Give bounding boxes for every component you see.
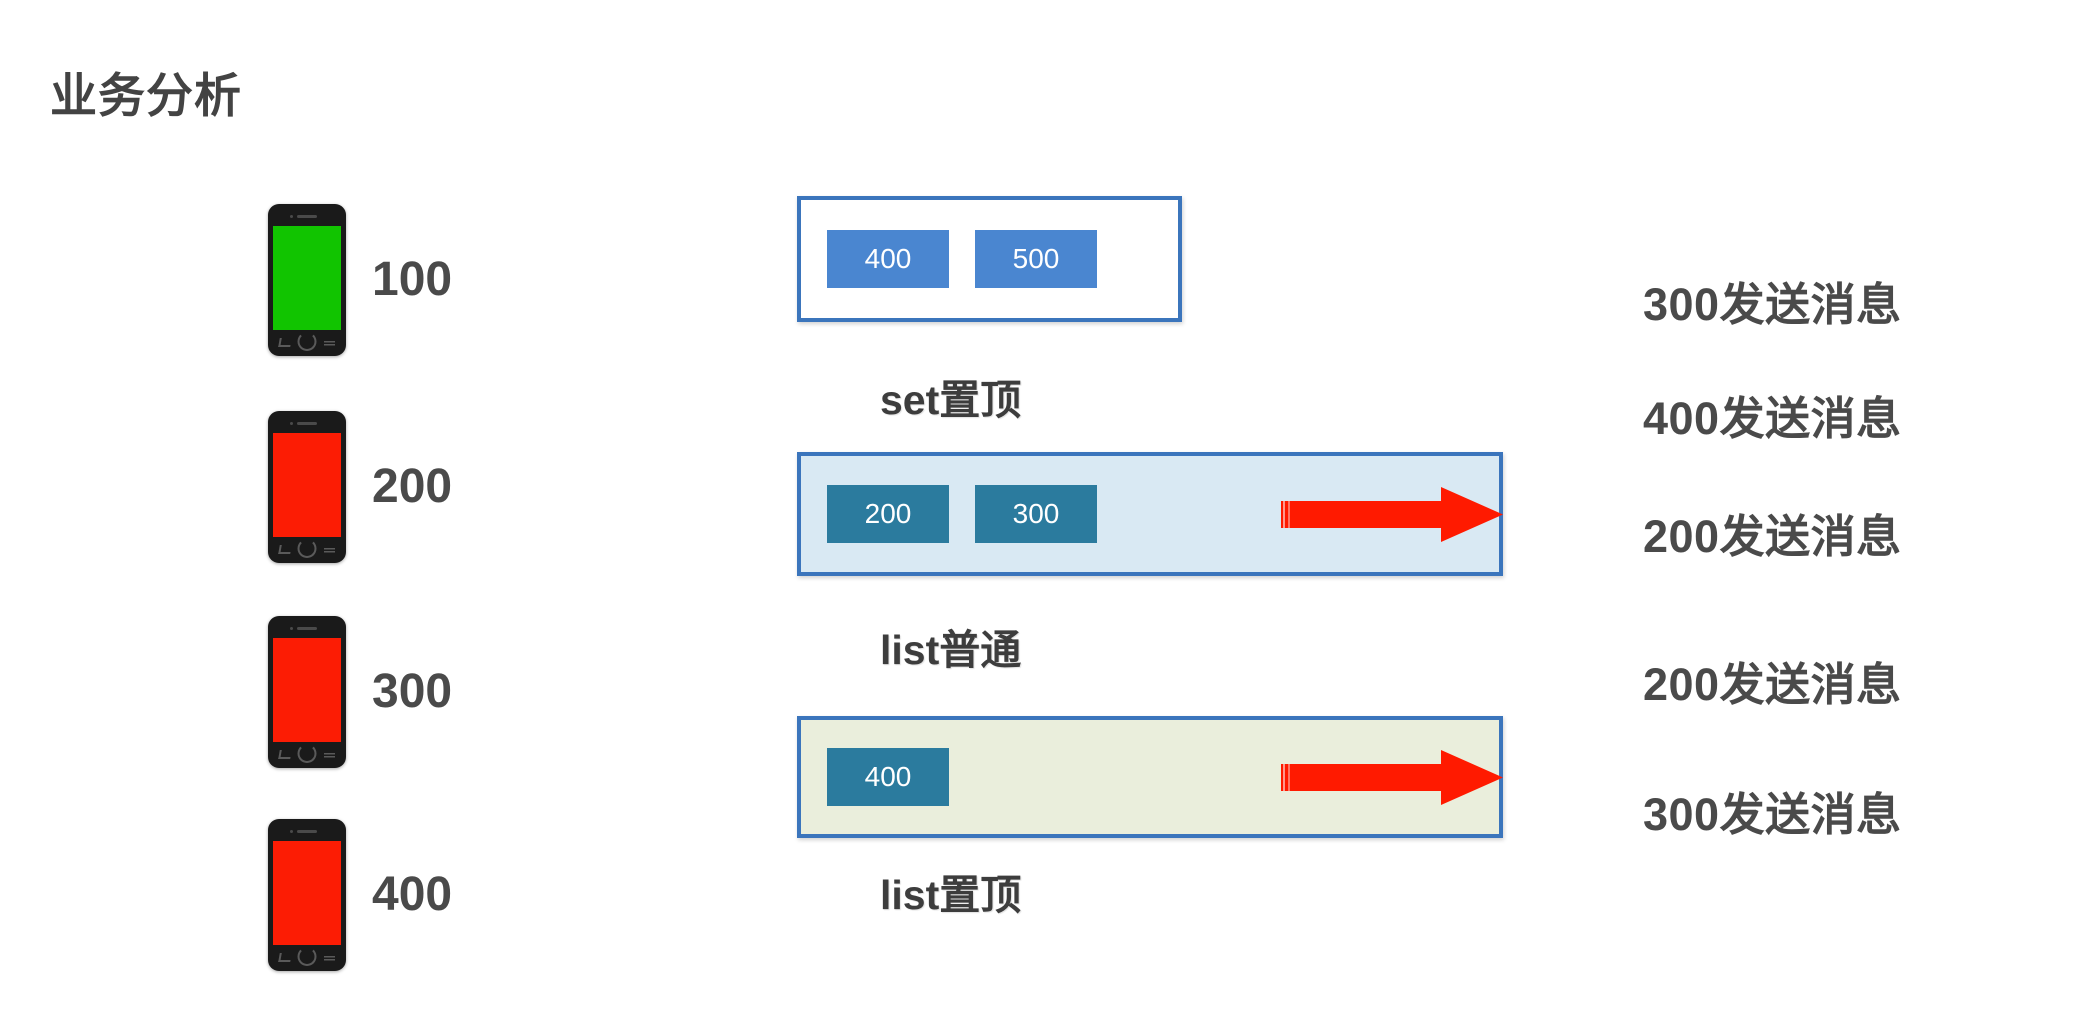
right-arrow-icon	[1281, 487, 1503, 542]
smartphone-icon	[268, 616, 346, 768]
phone-entry-0: 100	[268, 204, 452, 356]
message-item: 300发送消息	[1643, 279, 1902, 330]
phone-back-icon	[278, 750, 292, 759]
phone-home-icon	[297, 744, 317, 763]
phone-camera-icon	[290, 627, 293, 630]
phone-menu-icon	[324, 956, 335, 961]
page-title: 业务分析	[50, 69, 242, 122]
phone-label: 100	[372, 253, 453, 306]
phone-earpiece-icon	[297, 215, 317, 218]
message-item: 200发送消息	[1643, 659, 1902, 710]
phone-back-icon	[278, 953, 292, 962]
phone-screen	[273, 841, 341, 945]
set-chip[interactable]: 400	[827, 230, 949, 288]
set-top-container: 400 500	[797, 196, 1182, 322]
phone-screen	[273, 226, 341, 330]
phone-label: 200	[372, 460, 453, 513]
phone-home-icon	[297, 332, 317, 351]
phone-earpiece-icon	[297, 422, 317, 425]
phone-home-icon	[297, 539, 317, 558]
message-item: 200发送消息	[1643, 511, 1902, 562]
phone-menu-icon	[324, 753, 335, 758]
set-chip[interactable]: 500	[975, 230, 1097, 288]
list-normal-chip[interactable]: 300	[975, 485, 1097, 543]
phone-screen	[273, 433, 341, 537]
message-item: 400发送消息	[1643, 393, 1902, 444]
smartphone-icon	[268, 204, 346, 356]
smartphone-icon	[268, 819, 346, 971]
set-top-label: set置顶	[880, 377, 1022, 423]
phone-back-icon	[278, 338, 292, 347]
phone-menu-icon	[324, 341, 335, 346]
phone-camera-icon	[290, 215, 293, 218]
phone-back-icon	[278, 545, 292, 554]
phone-camera-icon	[290, 422, 293, 425]
phone-menu-icon	[324, 548, 335, 553]
phone-earpiece-icon	[297, 830, 317, 833]
list-top-chip[interactable]: 400	[827, 748, 949, 806]
smartphone-icon	[268, 411, 346, 563]
phone-screen	[273, 638, 341, 742]
list-normal-chip[interactable]: 200	[827, 485, 949, 543]
phone-earpiece-icon	[297, 627, 317, 630]
list-top-label: list置顶	[880, 872, 1022, 918]
phone-home-icon	[297, 947, 317, 966]
message-item: 300发送消息	[1643, 789, 1902, 840]
phone-label: 400	[372, 868, 453, 921]
phone-entry-3: 400	[268, 819, 452, 971]
phone-camera-icon	[290, 830, 293, 833]
phone-entry-1: 200	[268, 411, 452, 563]
phone-label: 300	[372, 665, 453, 718]
list-normal-label: list普通	[880, 627, 1022, 673]
right-arrow-icon	[1281, 750, 1503, 805]
phone-entry-2: 300	[268, 616, 452, 768]
